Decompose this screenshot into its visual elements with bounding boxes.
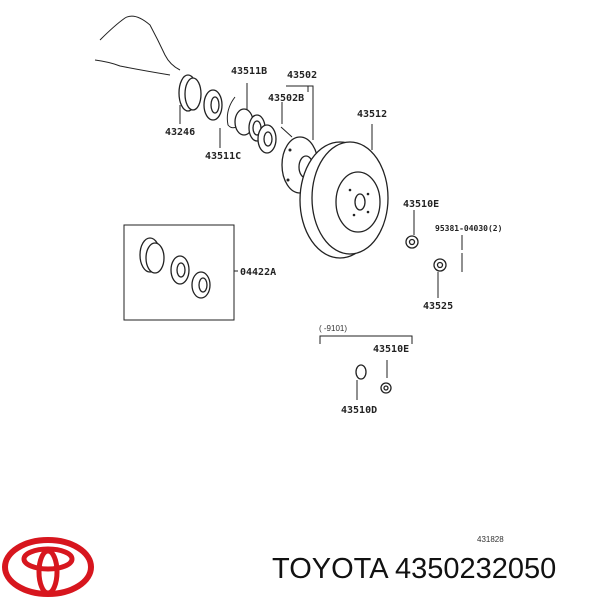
label-43510D: 43510D bbox=[341, 405, 377, 416]
label-43511C: 43511C bbox=[205, 151, 241, 162]
label-95381-04030: 95381-04030(2) bbox=[435, 224, 502, 233]
part-43525-nut bbox=[433, 258, 447, 272]
label-43510E: 43510E bbox=[403, 199, 439, 210]
toyota-logo bbox=[2, 537, 94, 597]
label-04422A: 04422A bbox=[240, 267, 276, 278]
label-43525: 43525 bbox=[423, 301, 453, 312]
part-bearing-inner bbox=[257, 124, 277, 154]
label-43502: 43502 bbox=[287, 70, 317, 81]
label-43511B: 43511B bbox=[231, 66, 267, 77]
label-43246: 43246 bbox=[165, 127, 195, 138]
kit-04422A-parts bbox=[139, 237, 211, 299]
part-43510D-washer bbox=[355, 364, 367, 380]
steering-knuckle-outline bbox=[94, 15, 181, 76]
kit-04422A-box bbox=[123, 224, 235, 321]
part-bearing-outer bbox=[203, 89, 223, 121]
part-43511C-snap-ring bbox=[226, 96, 239, 129]
label-range-note: ( -9101) bbox=[319, 324, 347, 333]
leader-lines bbox=[179, 83, 463, 400]
part-43246-dust-seal bbox=[178, 74, 202, 112]
label-43512: 43512 bbox=[357, 109, 387, 120]
part-43510E-nut-alt bbox=[380, 382, 392, 394]
label-43502B: 43502B bbox=[268, 93, 304, 104]
part-number-caption: TOYOTA 4350232050 bbox=[272, 553, 557, 585]
part-43512-brake-disc bbox=[299, 141, 389, 259]
part-43510E-nut bbox=[405, 235, 419, 249]
label-43510E-alt: 43510E bbox=[373, 344, 409, 355]
drawing-number: 431828 bbox=[477, 535, 504, 544]
part-43502B-hub-bolt bbox=[280, 126, 293, 138]
